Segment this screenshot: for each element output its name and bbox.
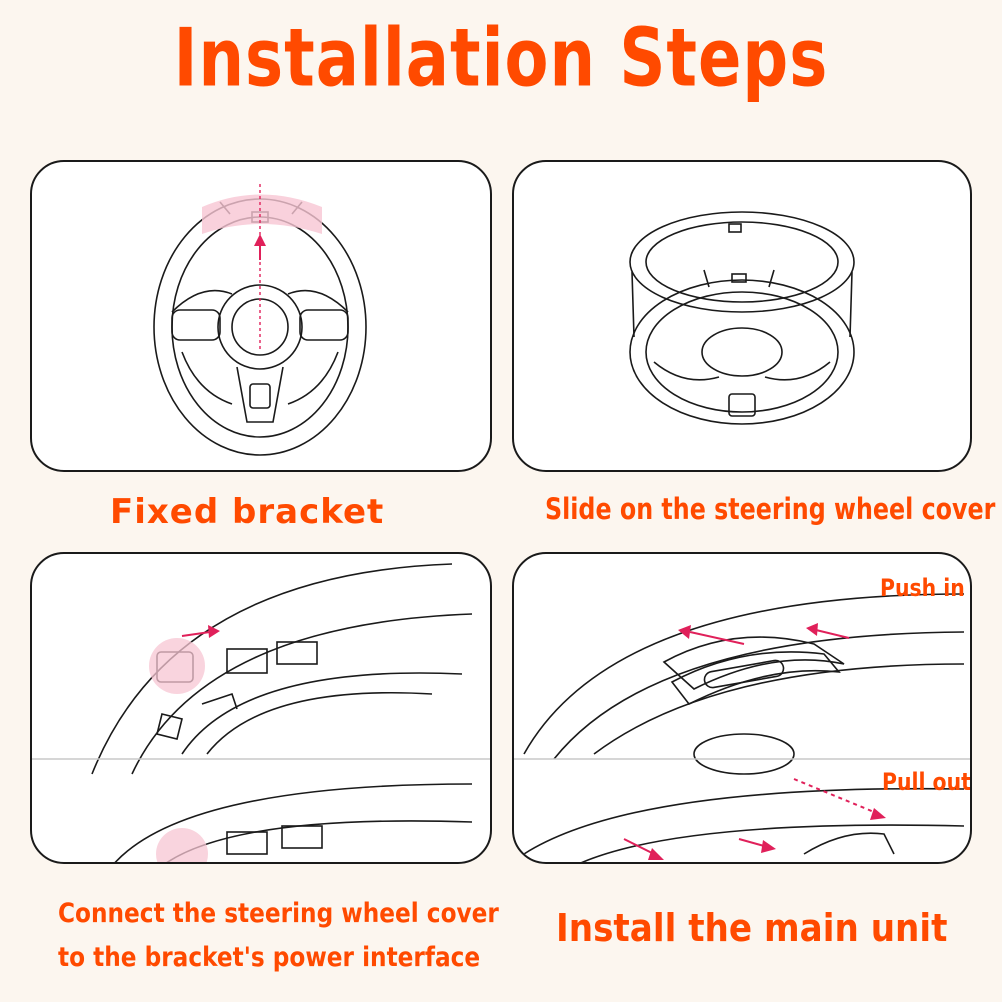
step-3-caption-line-2: to the bracket's power interface bbox=[58, 942, 481, 973]
step-2-panel bbox=[512, 160, 972, 472]
step-3-panel bbox=[30, 552, 492, 864]
step-1-panel bbox=[30, 160, 492, 472]
step-3-caption-line-1: Connect the steering wheel cover bbox=[58, 898, 499, 929]
step-1-caption: Fixed bracket bbox=[110, 492, 385, 532]
steering-wheel-cover-illustration bbox=[629, 211, 855, 425]
step-4-caption: Install the main unit bbox=[556, 906, 948, 950]
step-2-caption: Slide on the steering wheel cover bbox=[545, 492, 996, 526]
steering-wheel-front-illustration bbox=[153, 184, 367, 456]
page-title: Installation Steps bbox=[173, 12, 829, 106]
push-in-label: Push in bbox=[880, 574, 965, 602]
main-unit-installation-illustration bbox=[514, 593, 970, 862]
bracket-connection-illustration bbox=[32, 563, 490, 862]
step-4-panel: Push in Pull out bbox=[512, 552, 972, 864]
step-3-caption: Connect the steering wheel cover to the … bbox=[58, 892, 499, 980]
pull-out-label: Pull out bbox=[882, 768, 971, 796]
